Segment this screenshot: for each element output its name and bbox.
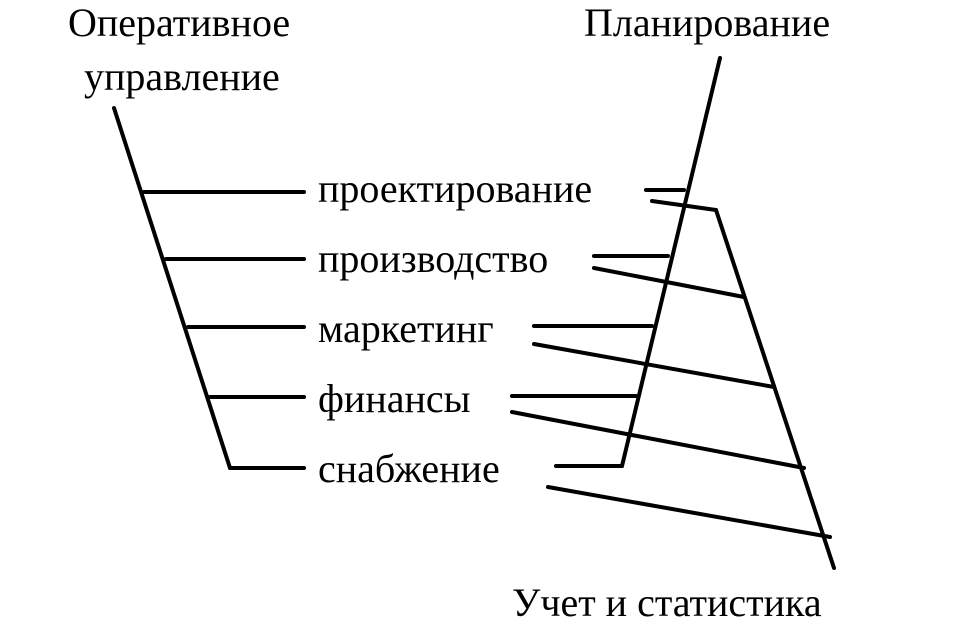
function-label-supply: снабжение <box>318 446 500 491</box>
function-label-marketing: маркетинг <box>318 306 494 351</box>
planning-spine <box>620 56 722 468</box>
accounting-link-design <box>650 199 718 212</box>
accounting-link-production <box>592 266 746 299</box>
operational-management-spine <box>112 106 232 470</box>
operational-management-label-line1: Оперативное <box>68 0 290 45</box>
function-label-design: проектирование <box>318 166 592 211</box>
accounting-link-marketing <box>532 342 776 389</box>
accounting-statistics-spine <box>714 208 836 570</box>
operational-management-label-line2: управление <box>84 54 280 99</box>
function-label-production: производство <box>318 236 548 281</box>
accounting-link-supply <box>546 485 832 539</box>
planning-label: Планирование <box>584 0 830 45</box>
accounting-link-finance <box>510 410 806 470</box>
accounting-statistics-label: Учет и статистика <box>512 580 822 625</box>
function-label-finance: финансы <box>318 376 471 421</box>
